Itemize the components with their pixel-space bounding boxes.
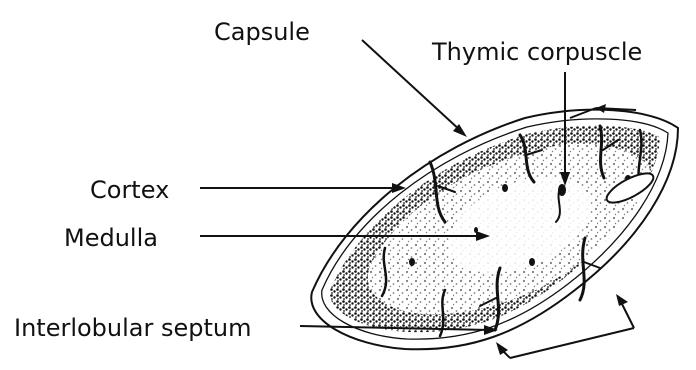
label-cortex: Cortex <box>90 176 169 204</box>
label-thymic-corpuscle: Thymic corpuscle <box>431 38 642 66</box>
label-capsule: Capsule <box>214 18 310 46</box>
label-interlobular-septum: Interlobular septum <box>14 314 252 342</box>
thymus-lobule <box>311 110 678 350</box>
medulla-region <box>368 144 650 314</box>
label-medulla: Medulla <box>64 224 158 252</box>
leader-cortex <box>200 183 406 193</box>
